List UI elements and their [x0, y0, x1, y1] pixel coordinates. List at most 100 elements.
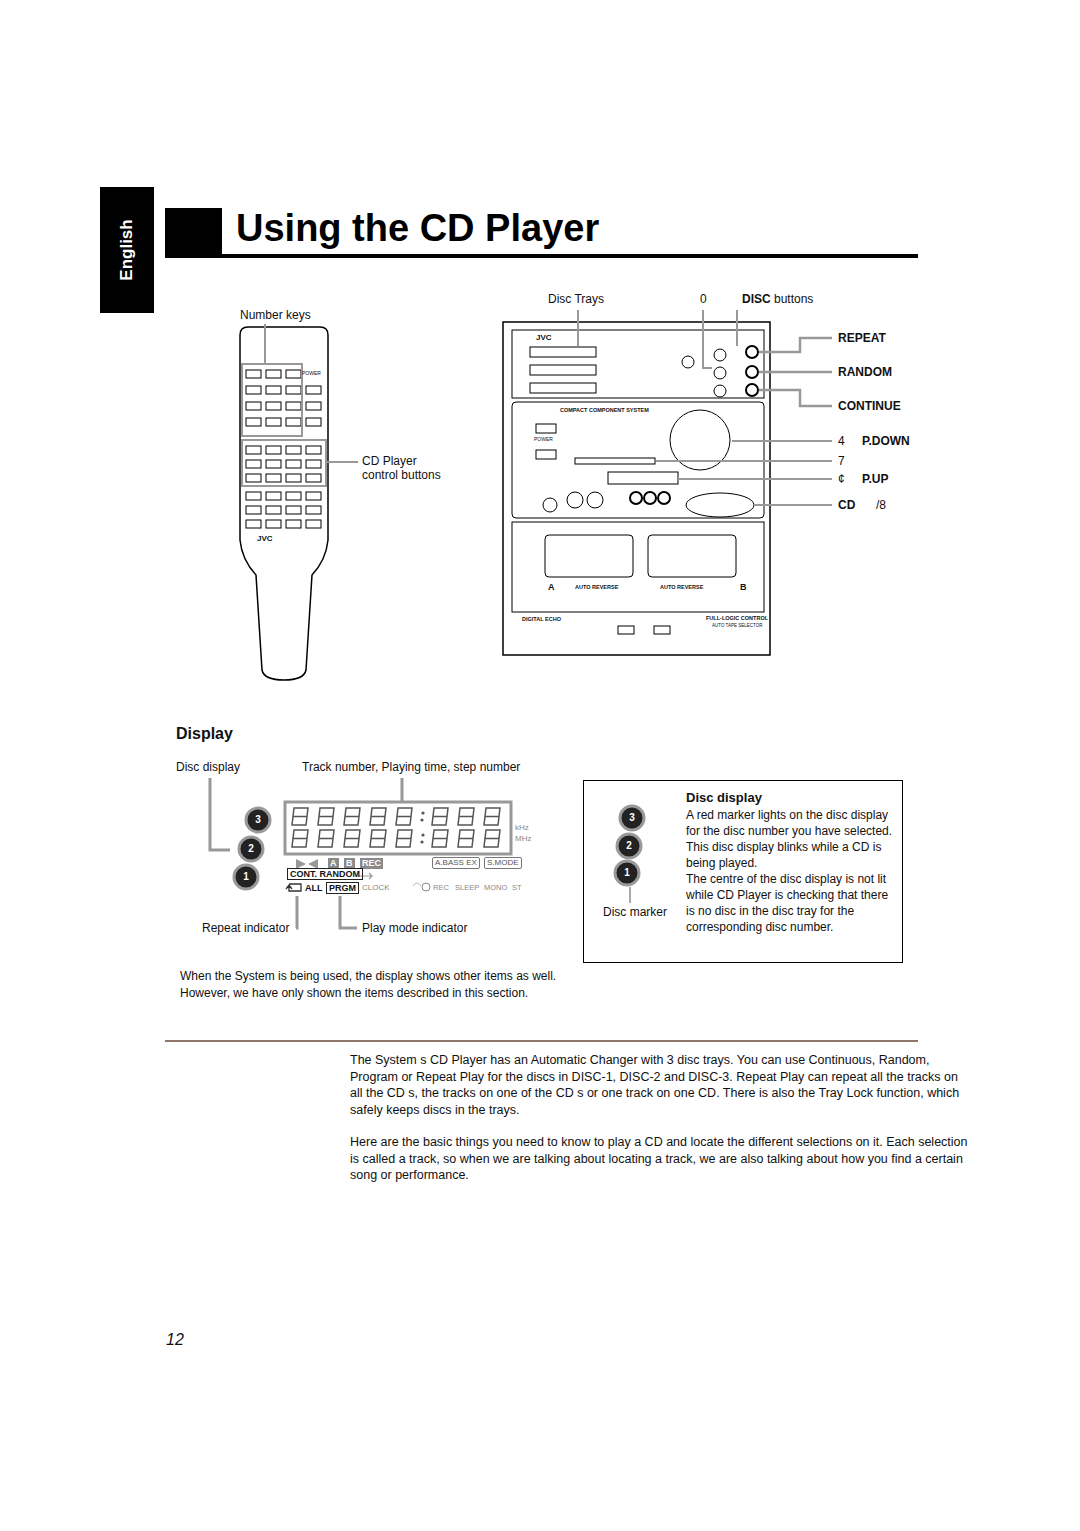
- button-symbol: /8: [876, 498, 886, 512]
- indicator-box: REC: [360, 858, 383, 869]
- seven-segment-digit: [458, 808, 474, 825]
- seven-segment-digit: [432, 808, 448, 825]
- callout-label: Track number, Playing time, step number: [302, 760, 520, 774]
- segment-display: [292, 808, 500, 847]
- cd-section: [512, 330, 764, 398]
- remote-button: [286, 474, 301, 482]
- callout-label: Number keys: [240, 308, 311, 322]
- seven-segment-digit: [396, 830, 412, 847]
- button-symbol: 7: [838, 454, 845, 468]
- body-paragraph: Here are the basic things you need to kn…: [350, 1134, 972, 1184]
- repeat-button: [746, 346, 758, 358]
- mic-icon: [413, 883, 421, 886]
- seven-segment-digit: [370, 830, 386, 847]
- button-name: CONTINUE: [838, 399, 901, 413]
- remote-button: [246, 520, 261, 528]
- seven-segment-digit: [318, 830, 334, 847]
- disc-icon: [246, 808, 270, 832]
- callout-label: buttons: [774, 292, 813, 306]
- remote-button: [246, 506, 261, 514]
- node-heading: S.MODE: [487, 858, 519, 868]
- node-heading: Disc display: [686, 790, 894, 806]
- cassette-window: [545, 535, 633, 577]
- remote-button: [306, 474, 321, 482]
- button-name: REPEAT: [838, 331, 886, 345]
- remote-button: [306, 386, 321, 394]
- language-tab: English: [100, 187, 154, 313]
- indicator: ST: [512, 883, 522, 892]
- node-text: A red marker lights on the disc display …: [686, 807, 894, 871]
- callout-number: 0: [700, 292, 707, 306]
- remote-button: [286, 460, 301, 468]
- track-bracket: [285, 802, 511, 854]
- leader-line: [732, 440, 832, 442]
- leader-line: [678, 478, 832, 480]
- remote-button: [266, 460, 281, 468]
- cd-control-bracket: [242, 440, 326, 486]
- knob: [587, 492, 603, 508]
- disc-icon: [615, 861, 639, 885]
- button: [630, 492, 642, 504]
- disc-button: [714, 367, 726, 379]
- cd-play-button: [686, 493, 754, 517]
- seven-segment-digit: [318, 808, 334, 825]
- repeat-symbol: [286, 884, 301, 891]
- callout-label: Play mode indicator: [362, 921, 467, 935]
- disc-number: 1: [243, 872, 249, 882]
- remote-button: [246, 460, 261, 468]
- repeat-indicator: ALL: [305, 883, 323, 894]
- cd-buttons: [608, 472, 678, 484]
- remote-button: [246, 402, 261, 410]
- remote-button: [266, 492, 281, 500]
- remote-button: [246, 386, 261, 394]
- leader-line: [759, 371, 832, 374]
- title-rule: [165, 254, 918, 258]
- remote-button: [286, 492, 301, 500]
- leader-line: [630, 887, 631, 903]
- remote-button: [286, 520, 301, 528]
- callout-label: Disc Trays: [548, 292, 604, 306]
- leader-line: [703, 310, 712, 368]
- disc-number: 2: [626, 841, 632, 851]
- button: [536, 450, 556, 459]
- deck-letter: A: [548, 582, 555, 593]
- disc-button: [714, 385, 726, 397]
- seven-segment-digit: [484, 830, 500, 847]
- button: [658, 492, 670, 504]
- seven-segment-digit: [432, 830, 448, 847]
- brand-mark: JVC: [536, 333, 552, 343]
- eject-button: [618, 626, 634, 634]
- node-heading: PRGM: [329, 883, 356, 893]
- indicator: SLEEP: [455, 883, 479, 892]
- disc-icon: [617, 834, 641, 858]
- leader-line: [577, 310, 579, 346]
- button-name: CD: [838, 498, 855, 512]
- indicator: REC: [433, 883, 449, 892]
- remote-button: [266, 370, 281, 378]
- remote-button: [246, 418, 261, 426]
- remote-button: [306, 506, 321, 514]
- seven-segment-digit: [370, 808, 386, 825]
- indicator-box: S.MODE: [484, 857, 522, 869]
- button-name: P.DOWN: [862, 434, 910, 448]
- remote-button: [286, 386, 301, 394]
- remote-button: [306, 520, 321, 528]
- title-block: [165, 208, 222, 258]
- remote-button: [246, 474, 261, 482]
- leader-line: [401, 778, 404, 802]
- knob: [567, 492, 583, 508]
- node-heading: English: [117, 219, 137, 280]
- remote-button: [306, 402, 321, 410]
- brand-mark: JVC: [257, 534, 273, 544]
- disc-button: [714, 349, 726, 361]
- leader-line: [210, 778, 230, 850]
- callout-label: Disc marker: [603, 905, 667, 919]
- disc-icon: [620, 806, 644, 830]
- disc-icon: [234, 865, 258, 889]
- continue-button: [746, 384, 758, 396]
- disc-icon: [239, 837, 263, 861]
- indicator-box: A.BASS EX: [432, 857, 480, 869]
- disc-number: 2: [248, 844, 254, 854]
- section-rule: [165, 1040, 918, 1042]
- button: [644, 492, 656, 504]
